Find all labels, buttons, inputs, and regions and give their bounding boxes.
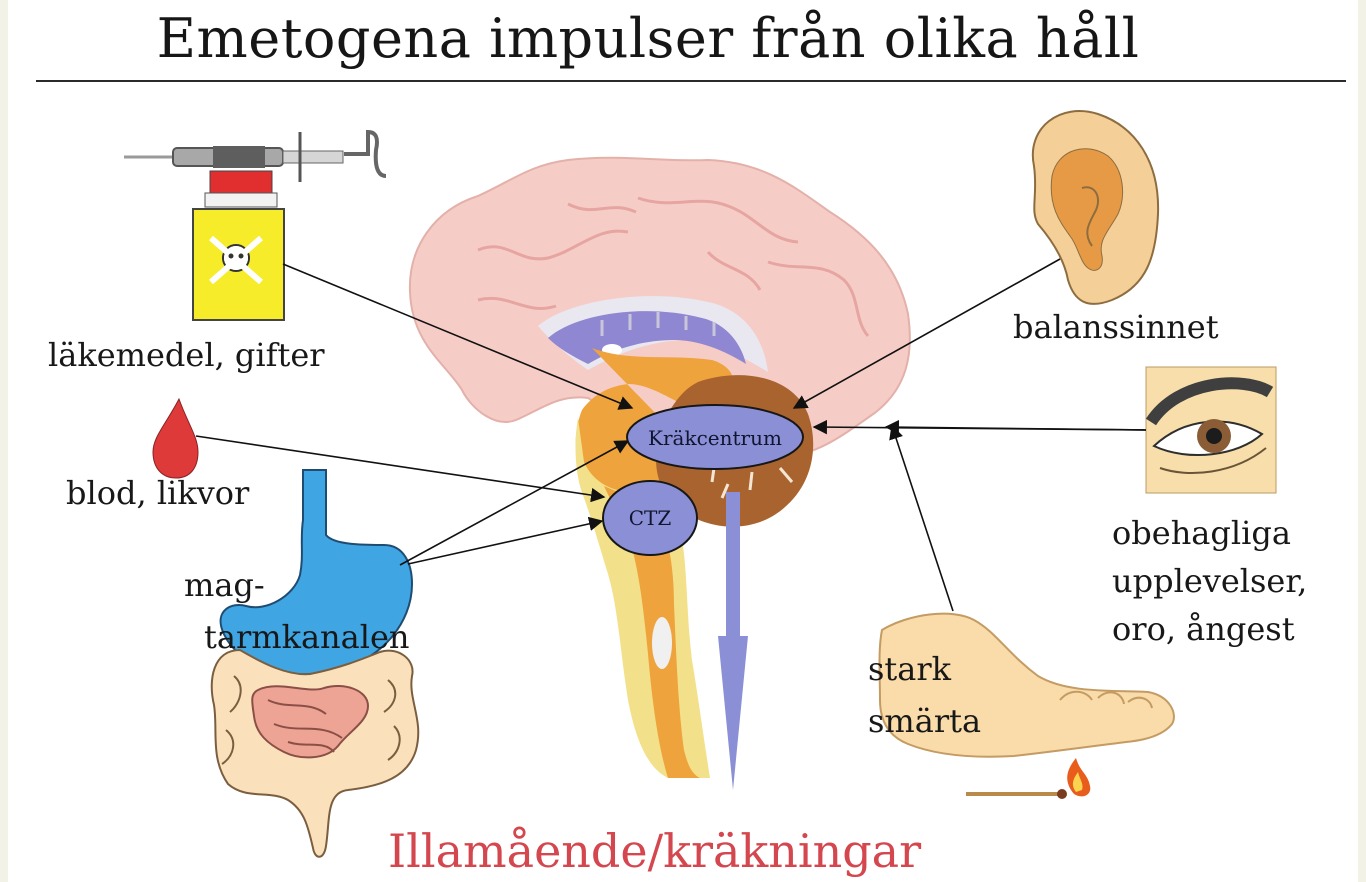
unpleasant-experiences-label-line2: upplevelser, (1112, 562, 1307, 600)
blood-drop-icon (153, 399, 198, 478)
vomiting-center-label: Kräkcentrum (648, 426, 782, 450)
unpleasant-experiences-label-line3: oro, ångest (1112, 610, 1295, 648)
outcome-label: Illamående/kräkningar (388, 824, 1008, 878)
ear-icon (1033, 111, 1158, 304)
stomach-intestine-icon (212, 470, 419, 857)
pain-label-line1: stark (868, 650, 951, 688)
poison-bottle-icon (193, 171, 284, 320)
blood-csf-label: blod, likvor (66, 474, 249, 512)
match-flame-icon (966, 758, 1090, 799)
unpleasant-experiences-label-line1: obehagliga (1112, 514, 1291, 552)
arrow-gi-to-ctz (408, 521, 602, 564)
pain-label-line2: smärta (868, 702, 981, 740)
gi-tract-label-line2: tarmkanalen (204, 618, 410, 656)
eye-icon (1146, 367, 1276, 493)
balance-label: balanssinnet (1013, 308, 1219, 346)
arrow-pain-to-brain (892, 426, 953, 611)
ctz-label: CTZ (629, 506, 672, 530)
output-arrow (718, 492, 748, 790)
gi-tract-label-line1: mag- (184, 566, 265, 604)
diagram-canvas: Kräkcentrum CTZ (8, 0, 1358, 882)
brain-icon (410, 158, 910, 778)
drugs-toxins-label: läkemedel, gifter (48, 336, 325, 374)
